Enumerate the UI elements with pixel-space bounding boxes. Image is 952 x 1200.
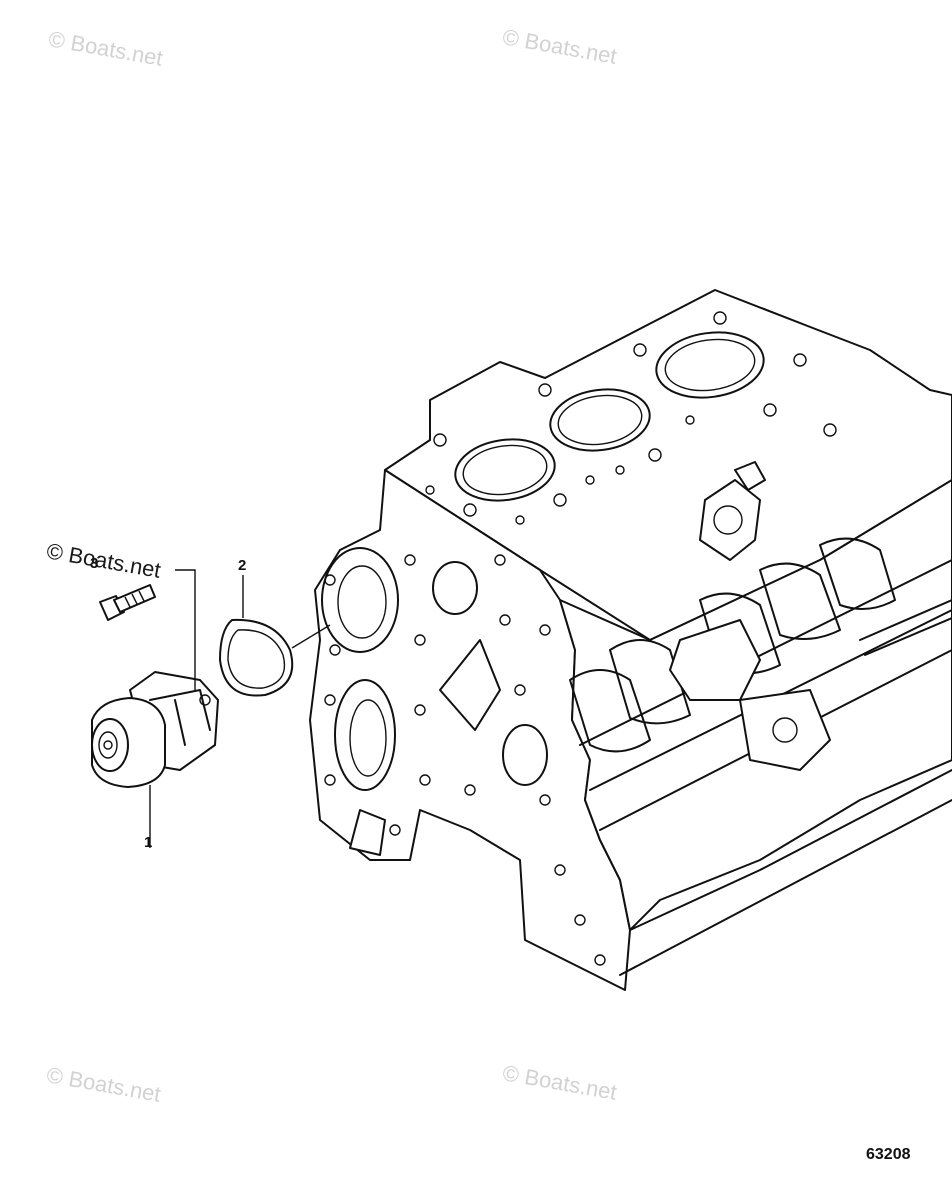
cylinder-bores	[425, 311, 837, 561]
callout-bolt: 3	[90, 555, 99, 572]
callout-water-pump: 1	[144, 834, 153, 851]
diagram-number: 63208	[866, 1146, 911, 1163]
engine-block	[309, 289, 952, 991]
gasket-o-ring	[219, 618, 331, 697]
water-pump	[91, 671, 219, 788]
leader-lines	[149, 569, 244, 848]
bolt	[99, 584, 156, 621]
callout-gasket: 2	[238, 557, 247, 574]
